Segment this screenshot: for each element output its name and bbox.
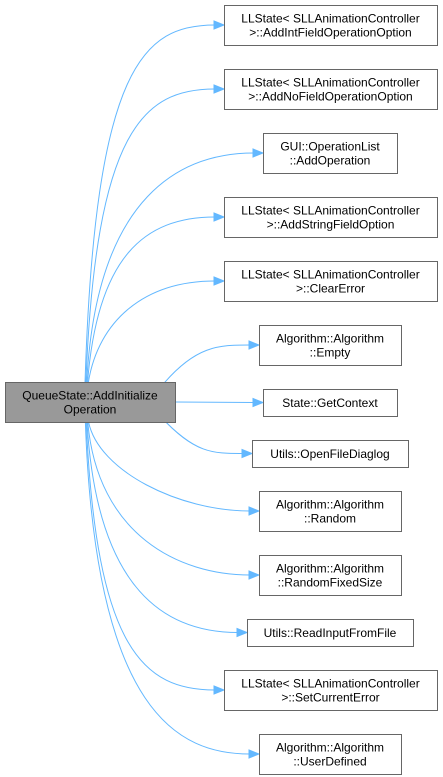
edge-arrowhead <box>213 685 226 695</box>
node-addstringfieldoption-label-line: >::AddStringFieldOption <box>267 218 395 232</box>
edge-5 <box>87 280 216 383</box>
edge-arrowhead <box>252 148 265 158</box>
node-clearerror[interactable]: LLState< SLLAnimationController>::ClearE… <box>224 261 438 302</box>
edge-7 <box>174 401 255 403</box>
node-empty[interactable]: Algorithm::Algorithm::Empty <box>259 325 402 366</box>
node-setcurrenterror[interactable]: LLState< SLLAnimationController>::SetCur… <box>224 670 438 711</box>
node-random-label-line: Algorithm::Algorithm <box>276 498 384 512</box>
nodes: QueueState::AddInitializeOperationLLStat… <box>5 5 438 775</box>
node-addnofieldoperationoption-label-line: >::AddNoFieldOperationOption <box>248 90 412 104</box>
edge-13 <box>84 421 251 755</box>
edge-arrowhead <box>248 340 261 350</box>
source-node-queuestate-addinitializeoperation-label-line: QueueState::AddInitialize <box>22 389 158 403</box>
node-userdefined-box[interactable] <box>259 734 402 775</box>
node-addnofieldoperationoption-label-line: LLState< SLLAnimationController <box>241 76 419 90</box>
node-addstringfieldoption-box[interactable] <box>224 197 438 238</box>
edge-3 <box>86 152 255 383</box>
edge-arrowhead <box>213 20 226 30</box>
node-clearerror-label-line: >::ClearError <box>296 282 365 296</box>
node-setcurrenterror-box[interactable] <box>224 670 438 711</box>
node-setcurrenterror-label-line: LLState< SLLAnimationController <box>241 677 419 691</box>
node-openfilediaglog[interactable]: Utils::OpenFileDiaglog <box>252 440 409 468</box>
node-userdefined[interactable]: Algorithm::Algorithm::UserDefined <box>259 734 402 775</box>
edge-arrowhead <box>213 212 226 222</box>
edge-arrowhead <box>236 627 249 638</box>
node-userdefined-label-line: Algorithm::Algorithm <box>276 741 384 755</box>
node-addstringfieldoption-label-line: LLState< SLLAnimationController <box>241 204 419 218</box>
node-getcontext-label-line: State::GetContext <box>282 396 378 410</box>
edge-11 <box>86 421 239 633</box>
node-addintfieldoperationoption-label-line: LLState< SLLAnimationController <box>241 12 419 26</box>
node-addoperation-box[interactable] <box>263 133 398 174</box>
node-empty-box[interactable] <box>259 325 402 366</box>
node-getcontext[interactable]: State::GetContext <box>263 389 398 417</box>
edges <box>84 20 265 759</box>
edge-arrowhead <box>213 276 226 286</box>
node-addnofieldoperationoption[interactable]: LLState< SLLAnimationController>::AddNoF… <box>224 69 438 110</box>
edge-1 <box>84 24 216 383</box>
source-node-queuestate-addinitializeoperation-box[interactable] <box>5 382 176 423</box>
node-setcurrenterror-label-line: >::SetCurrentError <box>281 691 379 705</box>
node-randomfixedsize[interactable]: Algorithm::Algorithm::RandomFixedSize <box>259 555 402 596</box>
node-randomfixedsize-label-line: ::RandomFixedSize <box>278 576 383 590</box>
node-openfilediaglog-box[interactable] <box>252 440 409 468</box>
node-random[interactable]: Algorithm::Algorithm::Random <box>259 491 402 532</box>
edge-arrowhead <box>213 84 226 94</box>
node-addintfieldoperationoption-box[interactable] <box>224 5 438 46</box>
node-addintfieldoperationoption-label-line: >::AddIntFieldOperationOption <box>249 26 411 40</box>
node-addoperation[interactable]: GUI::OperationList::AddOperation <box>263 133 398 174</box>
node-readinputfromfile-box[interactable] <box>247 619 414 647</box>
edge-8 <box>159 415 244 454</box>
node-addoperation-label-line: ::AddOperation <box>290 154 371 168</box>
node-userdefined-label-line: ::UserDefined <box>293 755 366 769</box>
edge-6 <box>159 344 251 389</box>
node-empty-label-line: ::Empty <box>310 346 351 360</box>
node-addnofieldoperationoption-box[interactable] <box>224 69 438 110</box>
edge-4 <box>87 216 216 383</box>
edge-arrowhead <box>248 506 261 516</box>
node-clearerror-label-line: LLState< SLLAnimationController <box>241 268 419 282</box>
edge-arrowhead <box>248 749 261 759</box>
node-openfilediaglog-label-line: Utils::OpenFileDiaglog <box>270 447 389 461</box>
edge-10 <box>87 421 251 576</box>
node-randomfixedsize-label-line: Algorithm::Algorithm <box>276 562 384 576</box>
node-empty-label-line: Algorithm::Algorithm <box>276 332 384 346</box>
node-addstringfieldoption[interactable]: LLState< SLLAnimationController>::AddStr… <box>224 197 438 238</box>
node-clearerror-box[interactable] <box>224 261 438 302</box>
edge-arrowhead <box>241 448 254 459</box>
node-addintfieldoperationoption[interactable]: LLState< SLLAnimationController>::AddInt… <box>224 5 438 46</box>
node-readinputfromfile-label-line: Utils::ReadInputFromFile <box>264 626 397 640</box>
edge-arrowhead <box>248 570 261 580</box>
edge-9 <box>88 421 251 512</box>
node-getcontext-box[interactable] <box>263 389 398 417</box>
edge-arrowhead <box>252 397 265 408</box>
node-randomfixedsize-box[interactable] <box>259 555 402 596</box>
edge-2 <box>85 88 216 383</box>
node-addoperation-label-line: GUI::OperationList <box>280 140 380 154</box>
node-readinputfromfile[interactable]: Utils::ReadInputFromFile <box>247 619 414 647</box>
edge-12 <box>85 421 216 691</box>
source-node-queuestate-addinitializeoperation-label-line: Operation <box>64 403 117 417</box>
node-random-label-line: ::Random <box>304 512 356 526</box>
node-random-box[interactable] <box>259 491 402 532</box>
